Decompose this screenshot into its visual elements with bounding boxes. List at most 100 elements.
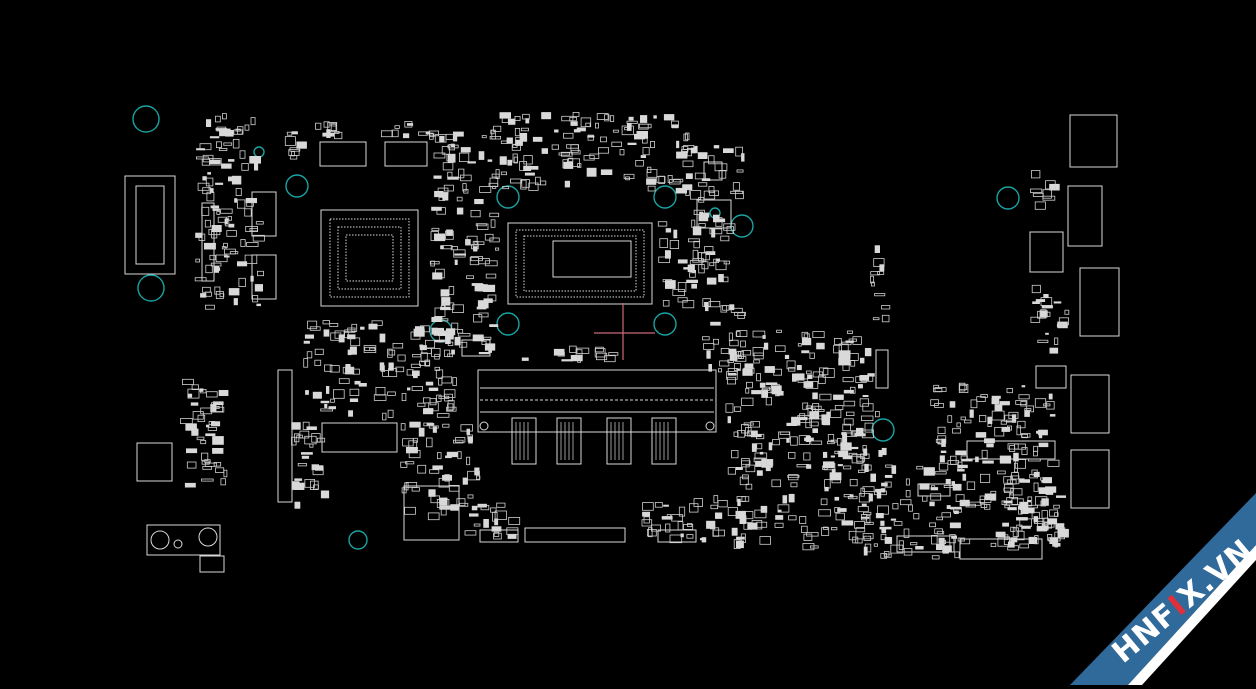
smd-part <box>423 408 434 415</box>
smd-part <box>852 336 862 345</box>
smd-part <box>436 452 442 460</box>
smd-part <box>881 314 890 323</box>
smd-part <box>309 326 321 331</box>
smd-part <box>959 499 970 507</box>
smd-part <box>665 523 671 533</box>
smd-part <box>420 352 428 363</box>
smd-part <box>659 238 668 248</box>
smd-part <box>418 360 426 366</box>
smd-part <box>388 349 396 356</box>
smd-part <box>690 190 702 200</box>
smd-part <box>687 264 695 273</box>
smd-part <box>228 288 240 296</box>
smd-part <box>746 381 753 389</box>
smd-part <box>239 150 246 159</box>
smd-part <box>862 445 867 452</box>
smd-part <box>425 437 433 448</box>
smd-part <box>194 277 207 282</box>
smd-part <box>671 124 679 129</box>
smd-part <box>561 115 574 122</box>
smd-part <box>686 534 694 539</box>
smd-part <box>729 304 735 311</box>
smd-part <box>452 439 464 444</box>
smd-part <box>207 172 211 175</box>
smd-part <box>460 174 472 182</box>
smd-part <box>852 536 859 544</box>
smd-part <box>683 267 691 270</box>
smd-part <box>879 264 885 272</box>
smd-part <box>934 387 947 392</box>
smd-part <box>847 446 859 450</box>
smd-part <box>415 326 425 331</box>
smd-part <box>491 173 500 178</box>
smd-part <box>454 253 466 256</box>
smd-part <box>404 121 413 128</box>
smd-part <box>903 528 910 538</box>
smd-part <box>479 186 492 193</box>
smd-part <box>255 221 264 225</box>
smd-part <box>216 211 221 215</box>
smd-part <box>478 151 485 160</box>
smd-part <box>403 133 410 139</box>
smd-part <box>448 484 460 492</box>
smd-part <box>809 352 815 359</box>
smd-part <box>1019 479 1030 483</box>
smd-part <box>1056 323 1063 328</box>
smd-part <box>842 377 854 383</box>
smd-part <box>500 140 508 144</box>
smd-part <box>701 261 709 270</box>
smd-part <box>821 527 830 536</box>
smd-part <box>320 408 334 412</box>
smd-part <box>805 405 813 409</box>
smd-part <box>304 478 315 488</box>
smd-part <box>941 438 946 447</box>
smd-part <box>657 221 668 227</box>
smd-part <box>822 368 835 378</box>
smd-part <box>713 338 719 345</box>
smd-part <box>186 448 198 454</box>
smd-part <box>756 373 761 382</box>
smd-part <box>818 375 826 384</box>
smd-part <box>1034 535 1039 545</box>
smd-part <box>1038 430 1043 439</box>
smd-part <box>431 317 443 322</box>
smd-part <box>738 350 744 359</box>
smd-part <box>1021 525 1031 529</box>
smd-part <box>737 430 746 438</box>
smd-part <box>861 415 874 421</box>
smd-part <box>525 118 530 124</box>
smd-part <box>892 503 899 510</box>
smd-part <box>841 432 847 436</box>
smd-part <box>442 162 454 171</box>
smd-part <box>824 479 831 489</box>
smd-part <box>570 121 578 126</box>
smd-part <box>1033 450 1038 457</box>
smd-part <box>627 122 632 131</box>
smd-part <box>837 437 842 446</box>
smd-part <box>1058 317 1070 326</box>
smd-part <box>752 330 766 338</box>
smd-part <box>320 490 330 499</box>
smd-part <box>881 305 891 310</box>
smd-part <box>930 493 942 501</box>
smd-part <box>576 127 586 132</box>
smd-part <box>1042 477 1052 484</box>
smd-part <box>1014 443 1027 450</box>
smd-part <box>654 501 663 508</box>
smd-part <box>823 451 828 458</box>
smd-part <box>842 455 853 460</box>
smd-part <box>226 230 237 237</box>
smd-part <box>777 504 790 513</box>
smd-part <box>710 321 721 326</box>
smd-part <box>458 152 470 163</box>
smd-part <box>205 177 214 187</box>
smd-part <box>741 496 750 502</box>
smd-part <box>803 452 811 461</box>
smd-part <box>980 503 988 509</box>
smd-part <box>809 421 819 427</box>
smd-part <box>990 490 997 501</box>
smd-part <box>521 179 530 188</box>
smd-part <box>818 509 832 517</box>
smd-part <box>329 322 339 327</box>
